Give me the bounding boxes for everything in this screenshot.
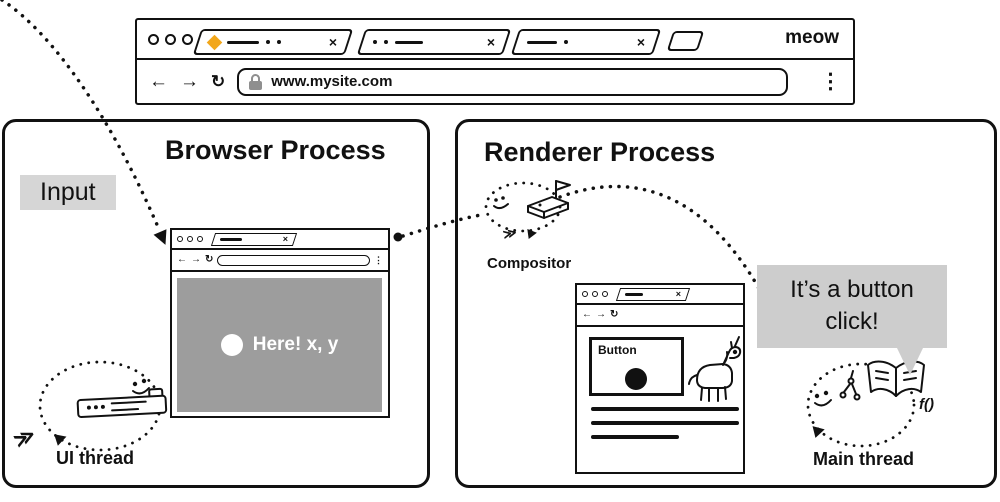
reload-icon: ↻ [610,309,619,320]
text-line-placeholder [591,407,739,411]
page-button-element: Button [589,337,684,396]
tab-2: × [356,29,512,55]
browser-process-title: Browser Process [165,135,386,165]
mini-titlebar: × [577,285,743,305]
window-circle-icon [177,236,183,242]
window-circle-icon [582,291,588,297]
menu-dots-icon: ⋮ [374,254,383,265]
click-dot-icon [625,368,647,390]
tab-close-icon: × [675,288,681,299]
tab-title-placeholder [220,237,242,241]
tab-close-icon: × [328,34,337,50]
mini-browser-window-left: × ← → ↻ ⋮ Here! x, y [170,228,390,418]
window-circle-icon [592,291,598,297]
mini-tab: × [210,232,298,246]
input-label: Input [20,175,116,210]
mini-navbar: ← → ↻ ⋮ [172,250,388,272]
renderer-process-title: Renderer Process [484,137,716,167]
speech-bubble: It’s a button click! [757,265,947,348]
button-label: Button [598,343,637,357]
mini-navbar: ← → ↻ [577,305,743,327]
window-circle-icon [197,236,203,242]
forward-icon: → [596,309,606,320]
traffic-lights [148,34,193,45]
new-tab-button [666,31,705,51]
tab-3: × [510,29,662,55]
url-text: www.mysite.com [271,73,393,90]
window-circle-icon [165,34,176,45]
mini-address-bar [217,254,370,266]
hit-test-region: Here! x, y [177,278,382,412]
compositor-label: Compositor [487,255,572,272]
speech-bubble-tail-icon [897,348,923,375]
mini-titlebar: × [172,230,388,250]
text-line-placeholder [591,421,739,425]
tab-title-dot [564,40,568,44]
browser-brand: meow [785,27,839,48]
menu-dots-icon: ⋮ [820,70,841,93]
window-circle-icon [148,34,159,45]
tab-close-icon: × [636,34,645,50]
hit-test-coordinates: Here! x, y [252,334,339,355]
back-icon: ← [149,71,168,92]
tab-active: × [192,29,354,55]
tab-title-dot [266,40,270,44]
mini-tab: × [615,287,691,301]
tab-close-icon: × [486,34,495,50]
ui-thread-label: UI thread [56,448,135,468]
tab-title-placeholder [227,40,259,44]
browser-window-illustration: × × × meow ← [135,18,855,105]
window-circle-icon [187,236,193,242]
text-line-placeholder [591,435,679,439]
reload-icon: ↻ [211,72,226,91]
tab-favicon-diamond-icon [206,34,223,50]
address-row: ← → ↻ www.mysite.com ⋮ [137,60,853,103]
back-icon: ← [177,254,187,265]
click-point-icon [220,334,243,356]
lock-icon [249,73,263,90]
tab-title-placeholder [395,40,423,44]
tab-title-dot [384,40,388,44]
tab-title-placeholder [625,292,643,296]
mini-browser-window-right: × ← → ↻ Button [575,283,745,474]
forward-icon: → [180,71,199,92]
main-thread-label: Main thread [813,449,915,469]
tab-strip: × × × meow [137,20,853,60]
window-circle-icon [602,291,608,297]
tab-close-icon: × [282,233,288,244]
window-circle-icon [182,34,193,45]
back-icon: ← [582,309,592,320]
address-bar: www.mysite.com [237,67,788,96]
forward-icon: → [191,254,201,265]
tab-title-dot [277,40,281,44]
tab-title-placeholder [527,40,557,44]
tab-title-dot [373,40,377,44]
reload-icon: ↻ [205,254,214,265]
